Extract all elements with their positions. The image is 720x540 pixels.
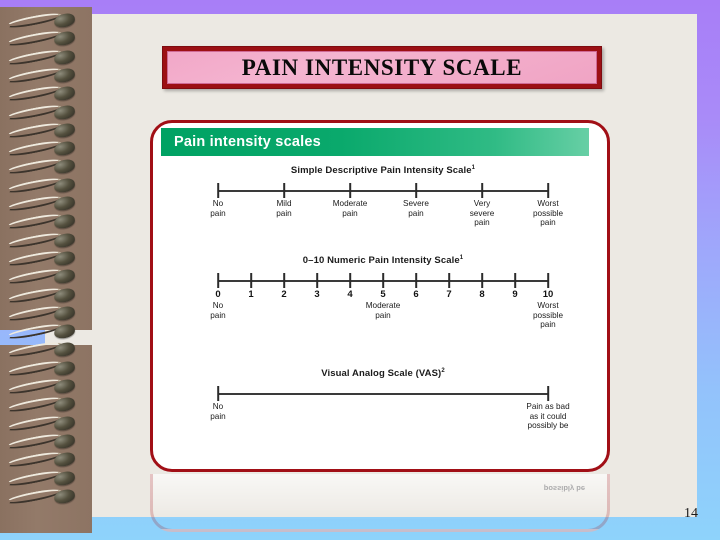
axis-line [218, 393, 548, 395]
scale-anchor-label: Moderate pain [332, 199, 368, 218]
scale-number: 10 [542, 289, 554, 301]
scale-anchor-label: Mild pain [276, 199, 292, 218]
axis-tick [349, 183, 351, 199]
scale-number: 8 [479, 289, 485, 301]
scale-number: 1 [248, 289, 254, 301]
axis-tick [250, 273, 252, 289]
scale-number: 0 [215, 289, 221, 301]
axis-tick [316, 273, 318, 289]
scale-title: Simple Descriptive Pain Intensity Scale1 [290, 165, 476, 177]
axis-tick [415, 273, 417, 289]
scale-axis [153, 273, 607, 289]
scale-anchor-label: No pain [210, 402, 226, 421]
scale-footnote-marker: 1 [459, 255, 464, 261]
scale-number: 3 [314, 289, 320, 301]
axis-tick [547, 386, 549, 402]
slide-title-inner: PAIN INTENSITY SCALE [167, 51, 597, 84]
notebook-binding-strip-lower [0, 345, 92, 533]
slide-title-plaque: PAIN INTENSITY SCALE [162, 46, 602, 89]
axis-tick [382, 273, 384, 289]
axis-tick [283, 273, 285, 289]
page-number: 14 [684, 506, 698, 521]
scale-labels: 0 1 2 3 4 5 6 7 8 9 10 No pain Moderate pain Worst po… [153, 289, 607, 335]
notebook-binding-strip-upper [0, 7, 92, 330]
figure-header-label: Pain intensity scales [174, 134, 321, 150]
pain-scale-block-descriptive: Simple Descriptive Pain Intensity Scale1… [153, 165, 607, 245]
axis-tick [547, 183, 549, 199]
axis-tick [547, 273, 549, 289]
scale-axis [153, 386, 607, 402]
scale-labels: No pain Mild pain Moderate pain Severe pain… [153, 199, 607, 245]
axis-tick [415, 183, 417, 199]
pain-scale-block-vas: Visual Analog Scale (VAS)2 No pain Pain as… [153, 368, 607, 448]
axis-tick [514, 273, 516, 289]
scale-anchor-label: Severe pain [403, 199, 429, 218]
scale-anchor-label: Worst possible pain [532, 301, 564, 330]
pain-scale-figure-card: Pain intensity scales Simple Descriptive… [150, 120, 610, 472]
axis-tick [349, 273, 351, 289]
scale-number: 7 [446, 289, 452, 301]
axis-line [218, 190, 548, 192]
scale-footnote-marker: 1 [471, 165, 476, 171]
figure-reflection: possibly be [150, 474, 610, 532]
scale-anchor-label: Very severe pain [469, 199, 495, 228]
axis-tick [448, 273, 450, 289]
reflection-text: possibly be [543, 484, 585, 493]
axis-tick [217, 273, 219, 289]
scale-footnote-marker: 2 [441, 368, 445, 374]
axis-tick [481, 273, 483, 289]
scale-anchor-label: Moderate pain [365, 301, 401, 320]
axis-tick [217, 183, 219, 199]
scale-number: 5 [380, 289, 386, 301]
scale-number: 6 [413, 289, 419, 301]
scale-number: 2 [281, 289, 287, 301]
axis-tick [283, 183, 285, 199]
pain-scale-block-numeric: 0–10 Numeric Pain Intensity Scale1 0 1 2 3 4 5… [153, 255, 607, 335]
figure-header-bar: Pain intensity scales [161, 128, 589, 156]
scale-anchor-label: No pain [210, 199, 226, 218]
scale-anchor-label: Pain as bad as it could possibly be [526, 402, 570, 431]
scale-axis [153, 183, 607, 199]
scale-title: 0–10 Numeric Pain Intensity Scale1 [302, 255, 464, 267]
page-title: PAIN INTENSITY SCALE [241, 54, 523, 80]
axis-tick [481, 183, 483, 199]
scale-anchor-label: No pain [210, 301, 226, 320]
axis-tick [217, 386, 219, 402]
scale-anchor-label: Worst possible pain [532, 199, 564, 228]
scale-labels: No pain Pain as bad as it could possibly … [153, 402, 607, 448]
scale-title: Visual Analog Scale (VAS)2 [321, 368, 445, 380]
scale-number: 4 [347, 289, 353, 301]
scale-number: 9 [512, 289, 518, 301]
